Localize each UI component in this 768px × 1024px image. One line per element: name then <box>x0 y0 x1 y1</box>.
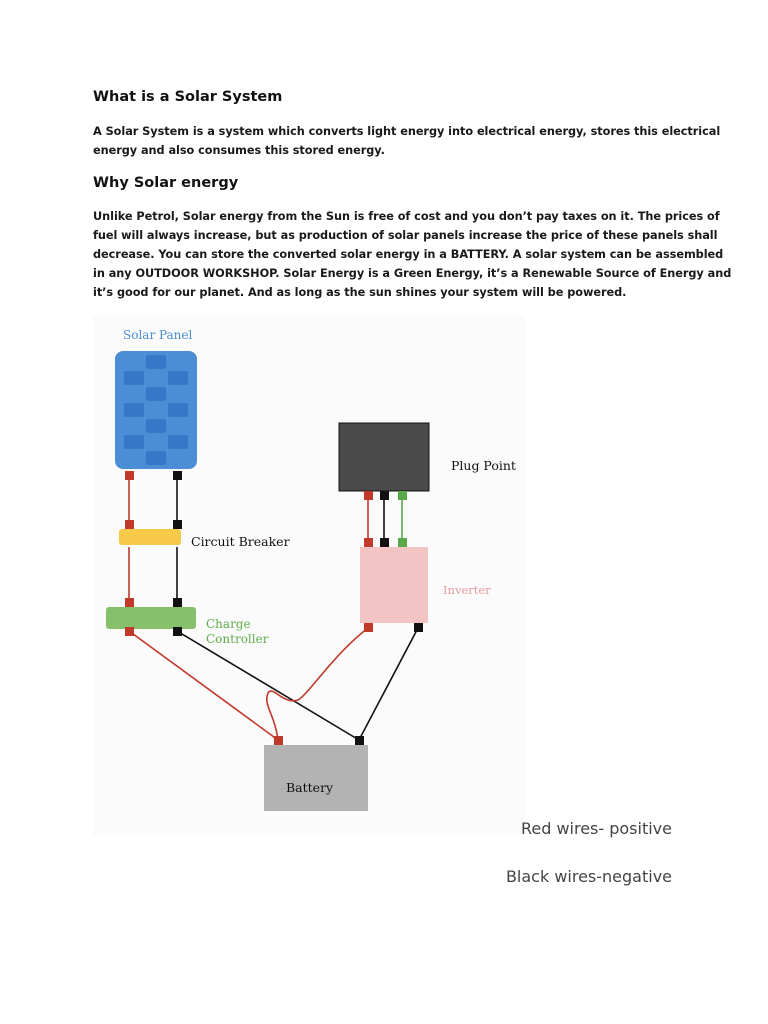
terminal-inverter-in-ground <box>398 538 407 547</box>
plug-point: Plug Point <box>338 422 516 492</box>
terminal-battery-negative <box>355 736 364 745</box>
circuit-breaker-body <box>119 529 181 545</box>
charge-controller-body <box>106 607 196 629</box>
solar-cell <box>124 435 144 449</box>
terminal-battery-positive <box>274 736 283 745</box>
paragraph-line: in any OUTDOOR WORKSHOP. Solar Energy is… <box>93 267 732 280</box>
wire-inverter-to-battery-negative <box>358 627 419 741</box>
solar-panel: Solar Panel <box>115 328 197 469</box>
solar-cell <box>168 435 188 449</box>
wire-controller-to-battery-negative <box>176 630 360 741</box>
paragraph-line: Unlike Petrol, Solar energy from the Sun… <box>93 210 720 223</box>
legend-black-wires: Black wires-negative <box>505 867 672 886</box>
legend-red-wires: Red wires- positive <box>520 819 672 838</box>
solar-cell <box>168 403 188 417</box>
charge-controller-label: Charge Controller <box>206 617 269 646</box>
solar-cell <box>124 371 144 385</box>
wire-inverter-to-battery-positive <box>266 627 369 741</box>
terminal-controller-in-positive <box>125 598 134 607</box>
terminal-breaker-in-positive <box>125 520 134 529</box>
solar-panel-cells <box>124 355 188 465</box>
wires <box>128 475 419 741</box>
terminal-controller-out-positive <box>125 627 134 636</box>
solar-cell <box>146 387 166 401</box>
solar-panel-label: Solar Panel <box>123 328 193 342</box>
terminal-controller-in-negative <box>173 598 182 607</box>
inverter: Inverter <box>360 547 491 623</box>
plug-point-body <box>338 422 430 492</box>
solar-cell <box>146 355 166 369</box>
charge-controller-label-line: Controller <box>206 632 269 646</box>
terminal-plug-positive <box>364 491 373 500</box>
terminal-controller-out-negative <box>173 627 182 636</box>
terminal-inverter-in-positive <box>364 538 373 547</box>
terminal-panel-negative <box>173 471 182 480</box>
paragraph-line: decrease. You can store the converted so… <box>93 248 724 261</box>
paragraph-line: it’s good for our planet. And as long as… <box>93 286 627 299</box>
paragraph-line: energy and also consumes this stored ene… <box>93 144 385 157</box>
terminal-inverter-out-negative <box>414 623 423 632</box>
inverter-label: Inverter <box>443 583 491 597</box>
circuit-breaker: Circuit Breaker <box>119 529 290 549</box>
terminal-breaker-in-negative <box>173 520 182 529</box>
inverter-body <box>360 547 428 623</box>
solar-cell <box>168 371 188 385</box>
terminal-inverter-out-positive <box>364 623 373 632</box>
charge-controller: Charge Controller <box>106 607 269 646</box>
paragraph-why-solar: Unlike Petrol, Solar energy from the Sun… <box>93 207 732 302</box>
section-heading-what-is: What is a Solar System <box>93 89 283 105</box>
circuit-breaker-label: Circuit Breaker <box>191 534 290 549</box>
paragraph-line: A Solar System is a system which convert… <box>93 125 721 138</box>
section-heading-why-solar: Why Solar energy <box>93 175 239 191</box>
terminals <box>125 471 423 745</box>
battery-body <box>264 745 368 811</box>
solar-cell <box>146 451 166 465</box>
wire-controller-to-battery-positive <box>128 630 279 741</box>
paragraph-what-is: A Solar System is a system which convert… <box>93 122 721 160</box>
solar-cell <box>146 419 166 433</box>
battery: Battery <box>264 745 368 811</box>
solar-system-diagram: Solar Panel Circuit Breaker Charge Contr… <box>93 315 525 835</box>
terminal-plug-ground <box>398 491 407 500</box>
charge-controller-label-line: Charge <box>206 617 251 631</box>
terminal-panel-positive <box>125 471 134 480</box>
paragraph-line: fuel will always increase, but as produc… <box>93 229 718 242</box>
battery-label: Battery <box>286 780 334 795</box>
plug-point-label: Plug Point <box>451 458 516 473</box>
terminal-inverter-in-negative <box>380 538 389 547</box>
terminal-plug-negative <box>380 491 389 500</box>
solar-cell <box>124 403 144 417</box>
